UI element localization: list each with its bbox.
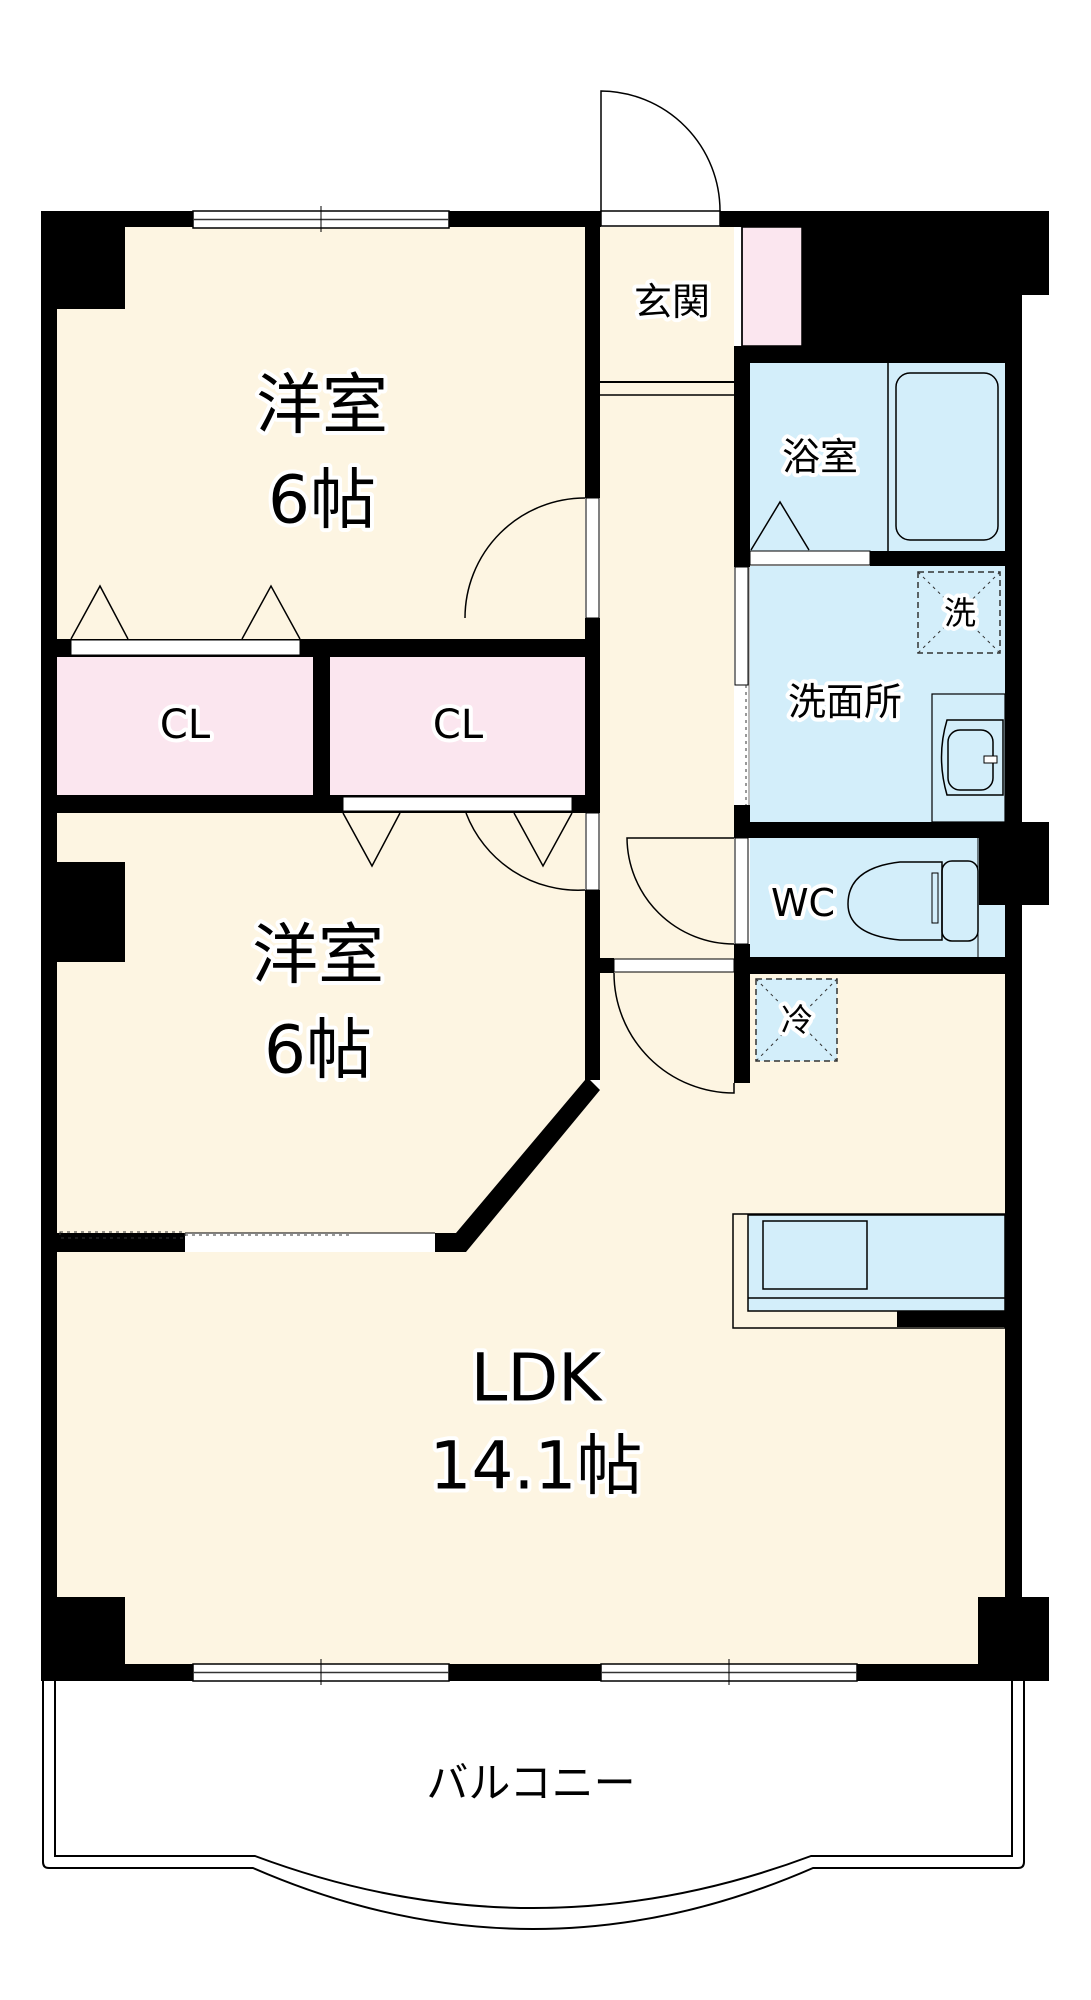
wall [41,211,57,1681]
bedroom1-floor [57,227,585,639]
closet1-label: CL [160,702,211,748]
bedroom2-door [465,812,600,891]
wall [585,890,600,1080]
closet1-door [70,584,301,656]
bedroom1-door [464,497,600,619]
wall [870,551,1022,566]
ldk-floor [57,973,1006,1664]
sink-icon [931,693,1006,823]
wall [600,958,614,973]
toilet-label: WC [771,881,835,925]
wall [446,1075,600,1252]
closet2-door [342,796,573,868]
balcony-outer-rail [42,1681,1025,1930]
fixtures: 洗 冷 [732,363,1006,1329]
bedroom2-sliding-door [59,1231,435,1251]
bedroom1-size: 6帖 [268,462,376,539]
washroom-sliding-door [734,566,750,805]
bathroom-door [749,500,871,566]
balcony-inner-rail [54,1681,1013,1909]
bedroom2-name: 洋室 [252,917,384,994]
closet2-label: CL [433,702,484,748]
bedroom2-floor [57,813,585,1233]
closet1-floor [57,657,313,795]
wall [435,1233,466,1252]
column [57,862,125,962]
entrance-label: 玄関 [634,280,710,324]
bathroom-label: 浴室 [782,435,858,479]
bedroom2-size: 6帖 [264,1012,372,1089]
closet2-floor [330,657,585,795]
wall [734,822,1022,838]
toilet-floor [750,838,1005,957]
corridor-floor [600,227,734,973]
floors [57,226,1006,1664]
bathtub-icon [887,363,999,551]
wall [734,346,750,567]
washroom-label: 洗面所 [788,680,902,724]
ldk-size: 14.1帖 [430,1428,643,1505]
bathroom-floor [750,363,1005,551]
wall [41,1664,1049,1681]
doors [59,90,871,1251]
room-labels: 洋室 6帖 CL CL 洋室 6帖 玄関 浴室 洗面所 WC LDK 14.1帖 [156,276,906,1509]
shaft [802,227,1022,363]
ldk-name: LDK [471,1340,604,1417]
kitchen-sink-icon [732,1213,1006,1329]
wall [313,657,330,795]
svg-text:洗: 洗 [944,594,976,632]
refrigerator-icon: 冷 [755,978,838,1062]
wall [57,1233,185,1252]
wall [734,944,750,1083]
wall [585,211,600,498]
window-bedroom1 [192,206,450,232]
wall [734,957,1022,974]
wall [1005,295,1022,1681]
balcony: バルコニー [42,1681,1025,1930]
svg-text:冷: 冷 [781,1001,813,1039]
ldk-door [613,958,735,1094]
toilet-door [626,837,749,945]
entrance-shoebox [741,226,803,347]
wall [897,1311,1022,1327]
entrance-door [600,90,721,227]
toilet-icon [847,838,979,957]
window-ldk-right [600,1659,858,1685]
windows [192,206,858,1685]
balcony-label: バルコニー [426,1759,635,1808]
bedroom1-name: 洋室 [256,367,388,444]
wall [585,618,600,813]
washing-machine-icon: 洗 [917,571,1001,654]
window-ldk-left [192,1659,450,1685]
